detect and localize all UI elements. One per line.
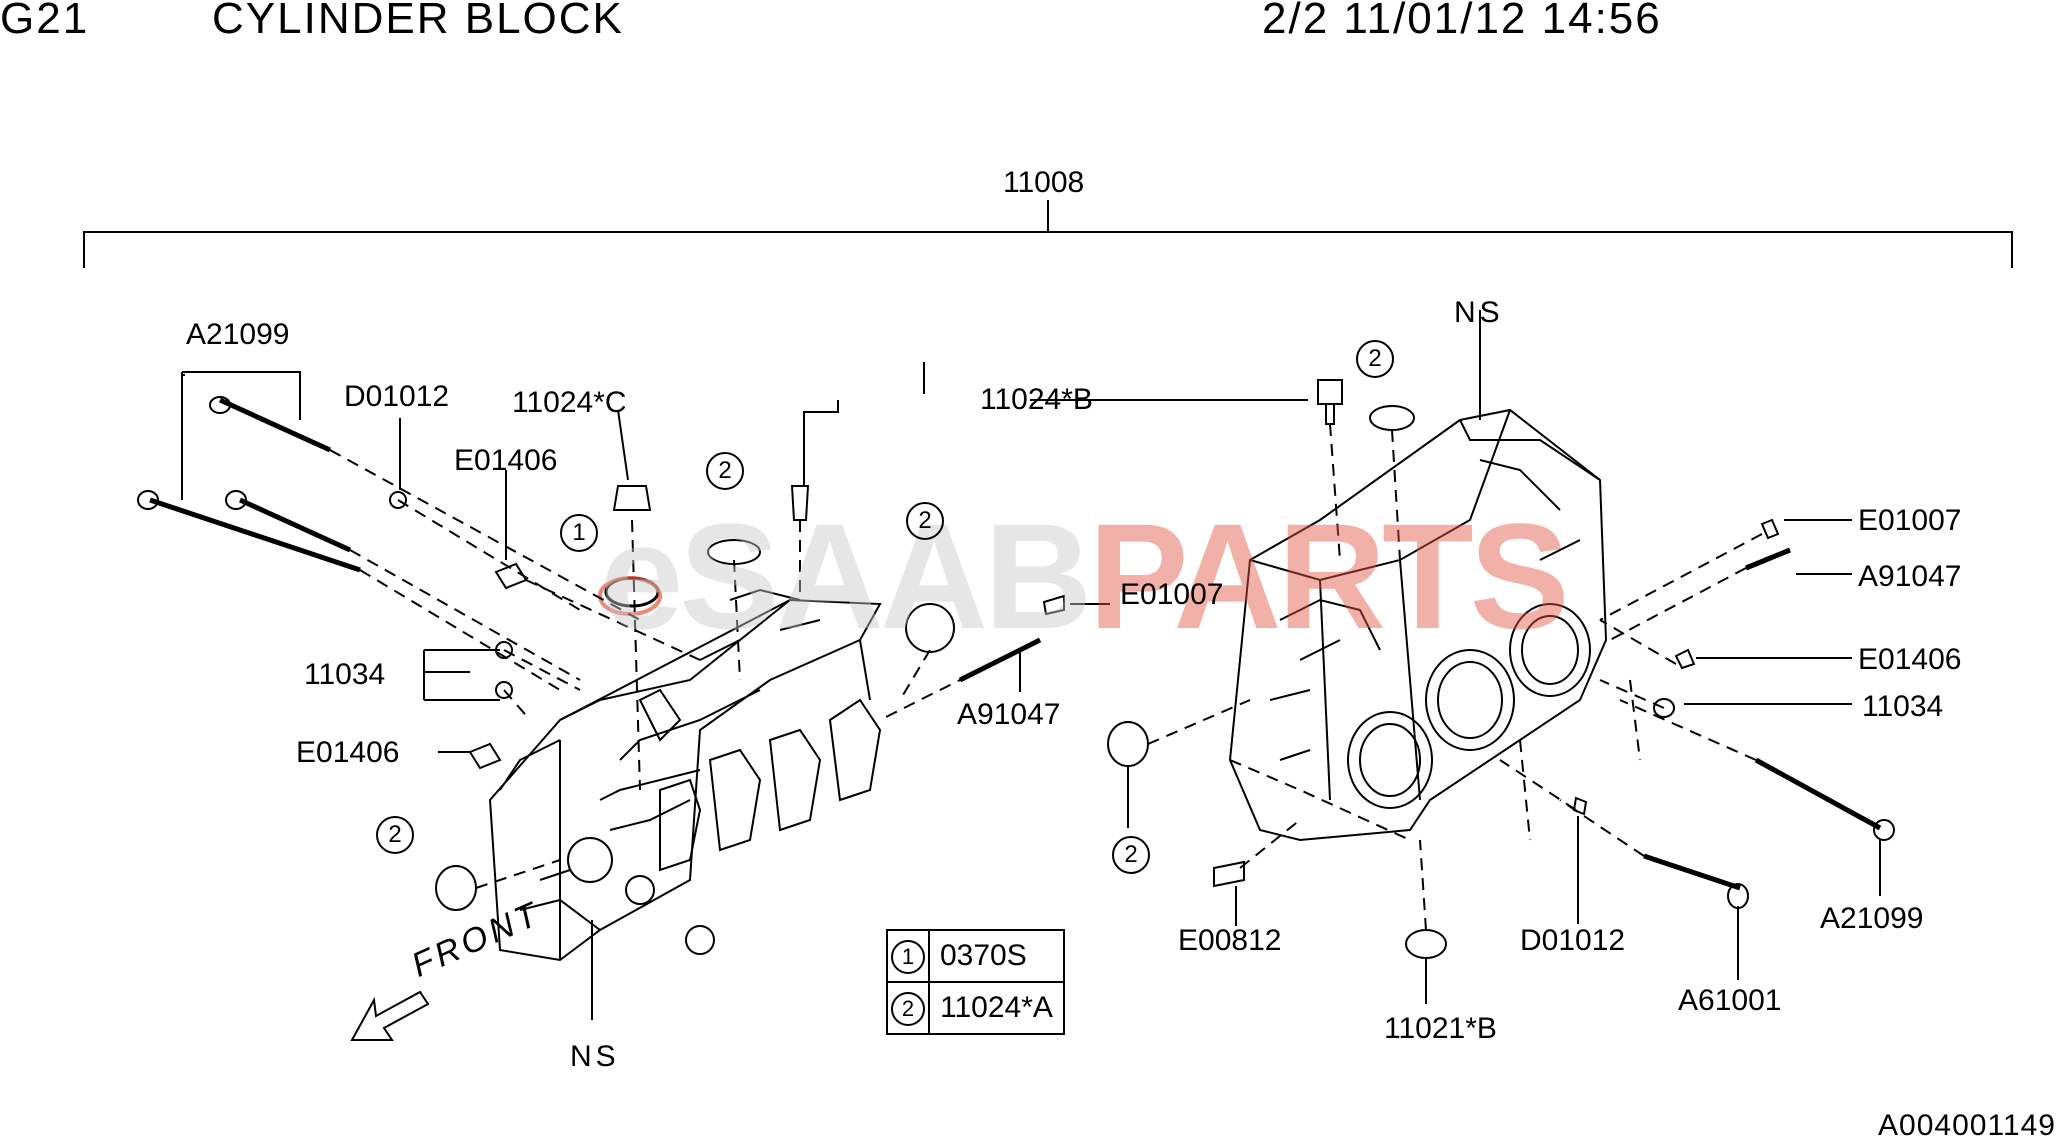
callout-e01406-right: E01406 (1858, 643, 1962, 676)
callout-11034-right: 11034 (1862, 690, 1944, 723)
callout-e01406-lower-left: E01406 (296, 736, 400, 769)
drawing-code: A004001149 (1878, 1109, 2056, 1142)
legend-row: 1 0370S (886, 929, 1065, 983)
callout-11024c: 11024*C (512, 386, 627, 419)
circle-ref-2-e: 2 (1112, 836, 1150, 874)
legend-part-11024a: 11024*A (928, 981, 1065, 1035)
callout-11008: 11008 (1003, 166, 1085, 199)
page-info: 2/2 11/01/12 14:56 (1262, 0, 1662, 43)
callout-a21099-left: A21099 (186, 318, 290, 351)
circle-ref-2-a: 2 (706, 452, 744, 490)
callout-d01012-left: D01012 (344, 380, 450, 413)
callout-e01007-center: E01007 (1120, 578, 1224, 611)
callout-11021b: 11021*B (1384, 1012, 1497, 1045)
circle-ref-1: 1 (560, 514, 598, 552)
callout-a61001: A61001 (1678, 984, 1782, 1017)
callout-e00812: E00812 (1178, 924, 1282, 957)
callout-d01012-right: D01012 (1520, 924, 1626, 957)
esaabparts-watermark: eSAABPARTS (600, 492, 1570, 660)
legend-row: 2 11024*A (886, 981, 1065, 1035)
circle-ref-2-c: 2 (376, 816, 414, 854)
callout-a91047-right: A91047 (1858, 560, 1962, 593)
callout-e01406-upper-left: E01406 (454, 444, 558, 477)
legend-part-0370s: 0370S (928, 929, 1065, 983)
circle-ref-2-d: 2 (1356, 340, 1394, 378)
callout-a21099-right: A21099 (1820, 902, 1924, 935)
circle-ref-2-b: 2 (906, 502, 944, 540)
callout-11024b: 11024*B (980, 383, 1093, 416)
callout-a91047-center: A91047 (957, 698, 1061, 731)
ns-label-bottom: NS (570, 1040, 620, 1073)
callout-11034-left: 11034 (304, 658, 386, 691)
legend-circle-2: 2 (891, 992, 925, 1026)
callout-e01007-right: E01007 (1858, 504, 1962, 537)
left-block-half (488, 588, 882, 962)
legend-table: 1 0370S 2 11024*A (886, 929, 1065, 1035)
page-title: CYLINDER BLOCK (212, 0, 624, 43)
right-block-half (1228, 408, 1608, 842)
ns-label-top: NS (1454, 296, 1504, 329)
legend-circle-1: 1 (891, 940, 925, 974)
section-code: G21 (0, 0, 90, 43)
